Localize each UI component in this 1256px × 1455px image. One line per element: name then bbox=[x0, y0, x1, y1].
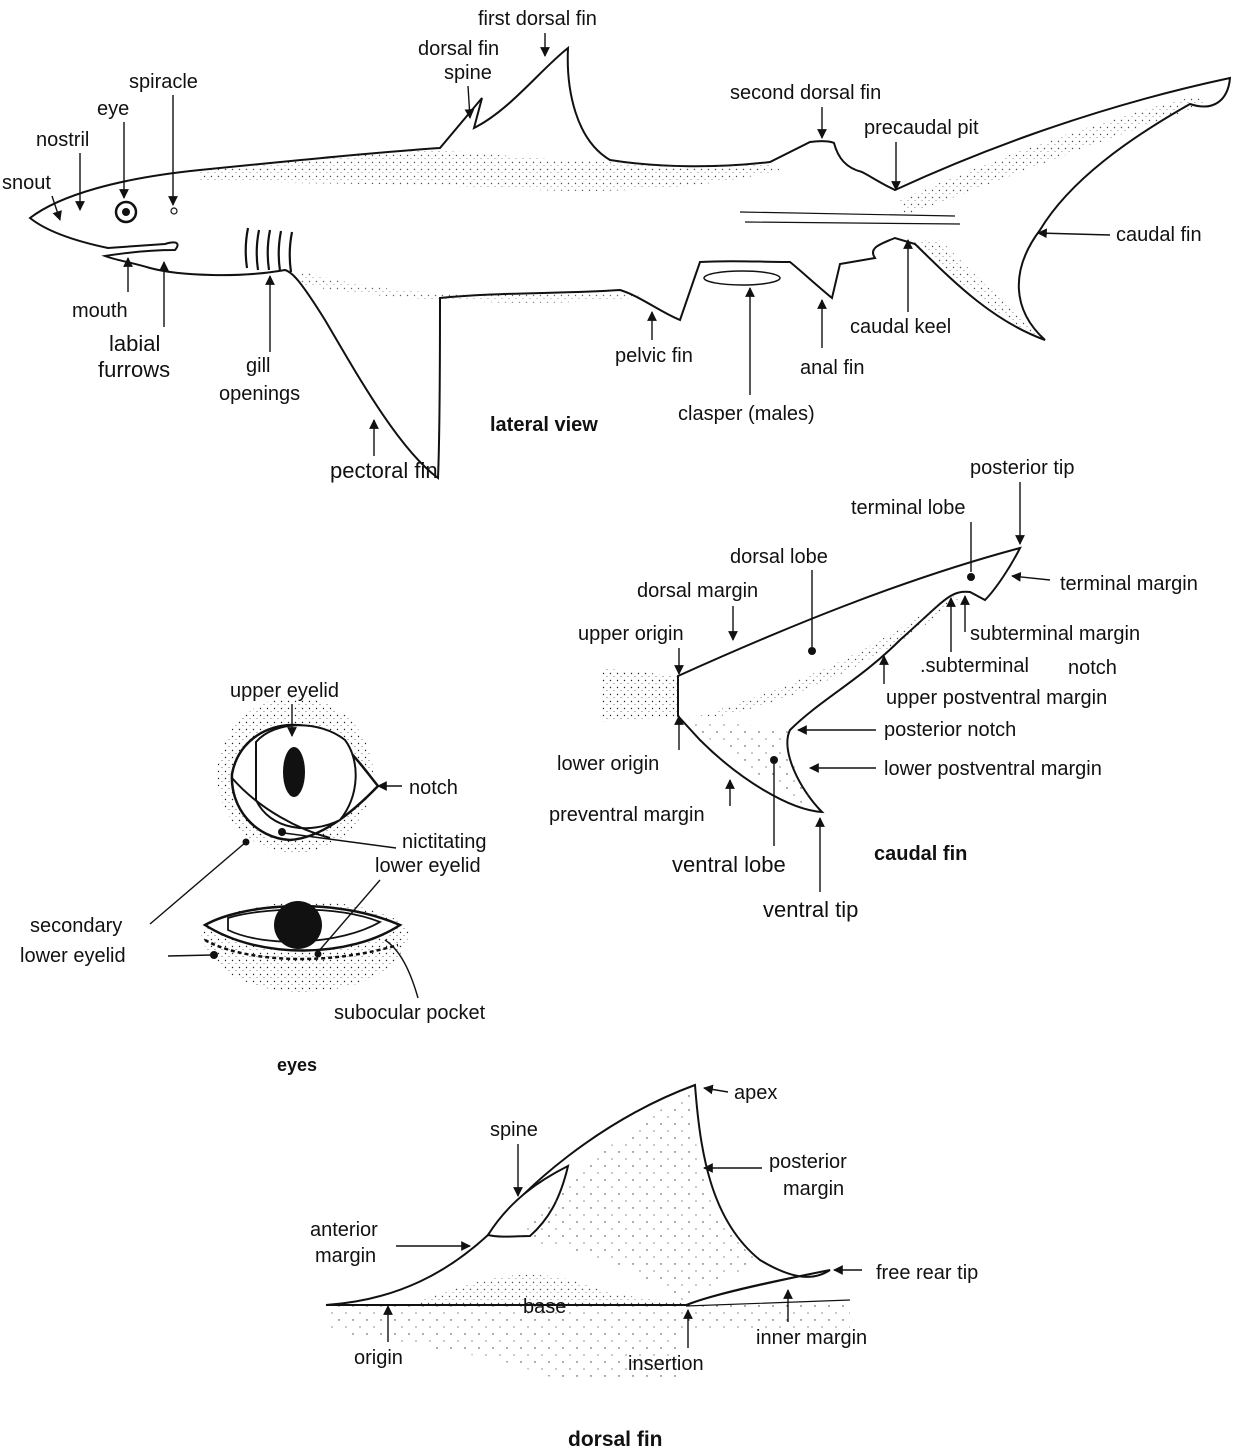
label-lower-origin: lower origin bbox=[557, 753, 659, 775]
dot-dorsal-lobe bbox=[808, 647, 816, 655]
label-first-dorsal-fin: first dorsal fin bbox=[478, 8, 597, 30]
label-ventral-tip: ventral tip bbox=[763, 897, 858, 922]
caudal-fin-view: posterior tip terminal lobe terminal mar… bbox=[549, 457, 1198, 922]
label-labial-furrows-line2: furrows bbox=[98, 357, 170, 382]
label-lower-postventral-margin: lower postventral margin bbox=[884, 758, 1102, 780]
label-posterior-notch: posterior notch bbox=[884, 719, 1016, 741]
label-subterminal-margin: subterminal margin bbox=[970, 623, 1140, 645]
label-secondary-line1: secondary bbox=[30, 915, 122, 937]
label-gill-openings-line1: gill bbox=[246, 355, 270, 377]
ventral-lobe-stipple bbox=[680, 718, 820, 812]
label-origin: origin bbox=[354, 1347, 403, 1369]
label-free-rear-tip: free rear tip bbox=[876, 1262, 978, 1284]
label-nictitating-line2: lower eyelid bbox=[375, 855, 481, 877]
label-secondary-line2: lower eyelid bbox=[20, 945, 126, 967]
label-posterior-tip: posterior tip bbox=[970, 457, 1075, 479]
caudal-peduncle bbox=[602, 668, 678, 722]
eye-upper-pupil bbox=[283, 747, 305, 797]
label-preventral-margin: preventral margin bbox=[549, 804, 705, 826]
dot-terminal-lobe bbox=[967, 573, 975, 581]
title-eyes: eyes bbox=[277, 1055, 317, 1075]
label-terminal-lobe: terminal lobe bbox=[851, 497, 966, 519]
label-labial-furrows-line1: labial bbox=[109, 331, 160, 356]
label-pelvic-fin: pelvic fin bbox=[615, 345, 693, 367]
label-upper-eyelid: upper eyelid bbox=[230, 680, 339, 702]
label-pectoral-fin: pectoral fin bbox=[330, 458, 438, 483]
dot-ventral-lobe bbox=[770, 756, 778, 764]
label-clasper: clasper (males) bbox=[678, 403, 815, 425]
label-anal-fin: anal fin bbox=[800, 357, 865, 379]
clasper bbox=[704, 271, 780, 285]
label-dorsal-lobe: dorsal lobe bbox=[730, 546, 828, 568]
label-nostril: nostril bbox=[36, 129, 89, 151]
label-snout: snout bbox=[2, 172, 51, 194]
label-posterior-margin-line1: posterior bbox=[769, 1151, 847, 1173]
label-dorsal-fin-spine-line2: spine bbox=[444, 62, 492, 84]
label-posterior-margin-line2: margin bbox=[783, 1178, 844, 1200]
label-eye: eye bbox=[97, 98, 129, 120]
label-subterminal-notch-line1: .subterminal bbox=[920, 655, 1029, 677]
label-gill-openings-line2: openings bbox=[219, 383, 300, 405]
label-insertion: insertion bbox=[628, 1353, 704, 1375]
label-precaudal-pit: precaudal pit bbox=[864, 117, 979, 139]
label-dorsal-margin: dorsal margin bbox=[637, 580, 758, 602]
label-caudal-keel: caudal keel bbox=[850, 316, 951, 338]
label-dorsal-fin-spine-line1: dorsal fin bbox=[418, 38, 499, 60]
eye-upper-iris bbox=[256, 725, 356, 828]
label-inner-margin: inner margin bbox=[756, 1327, 867, 1349]
label-upper-origin: upper origin bbox=[578, 623, 684, 645]
label-notch: notch bbox=[409, 777, 458, 799]
label-apex: apex bbox=[734, 1082, 777, 1104]
title-lateral-view: lateral view bbox=[490, 414, 598, 436]
eye-lower-pupil bbox=[274, 901, 322, 949]
title-dorsal-fin: dorsal fin bbox=[568, 1428, 663, 1451]
title-caudal-fin: caudal fin bbox=[874, 843, 967, 865]
shark-body bbox=[30, 48, 1230, 478]
label-terminal-margin: terminal margin bbox=[1060, 573, 1198, 595]
label-base: base bbox=[523, 1296, 566, 1318]
eyes-view: upper eyelid notch nictitating lower eye… bbox=[20, 680, 487, 1075]
label-spine: spine bbox=[490, 1119, 538, 1141]
label-anterior-margin-line1: anterior bbox=[310, 1219, 378, 1241]
label-anterior-margin-line2: margin bbox=[315, 1245, 376, 1267]
label-nictitating-line1: nictitating bbox=[402, 831, 487, 853]
lateral-view: snout nostril eye spiracle dorsal fin sp… bbox=[2, 8, 1230, 483]
label-spiracle: spiracle bbox=[129, 71, 198, 93]
label-second-dorsal-fin: second dorsal fin bbox=[730, 82, 881, 104]
label-caudal-fin: caudal fin bbox=[1116, 224, 1202, 246]
label-subocular-pocket: subocular pocket bbox=[334, 1002, 486, 1024]
label-subterminal-notch-line2: notch bbox=[1068, 657, 1117, 679]
label-mouth: mouth bbox=[72, 300, 128, 322]
label-upper-postventral-margin: upper postventral margin bbox=[886, 687, 1107, 709]
dorsal-fin-view: apex spine posterior margin anterior mar… bbox=[310, 1082, 978, 1451]
label-ventral-lobe: ventral lobe bbox=[672, 852, 786, 877]
